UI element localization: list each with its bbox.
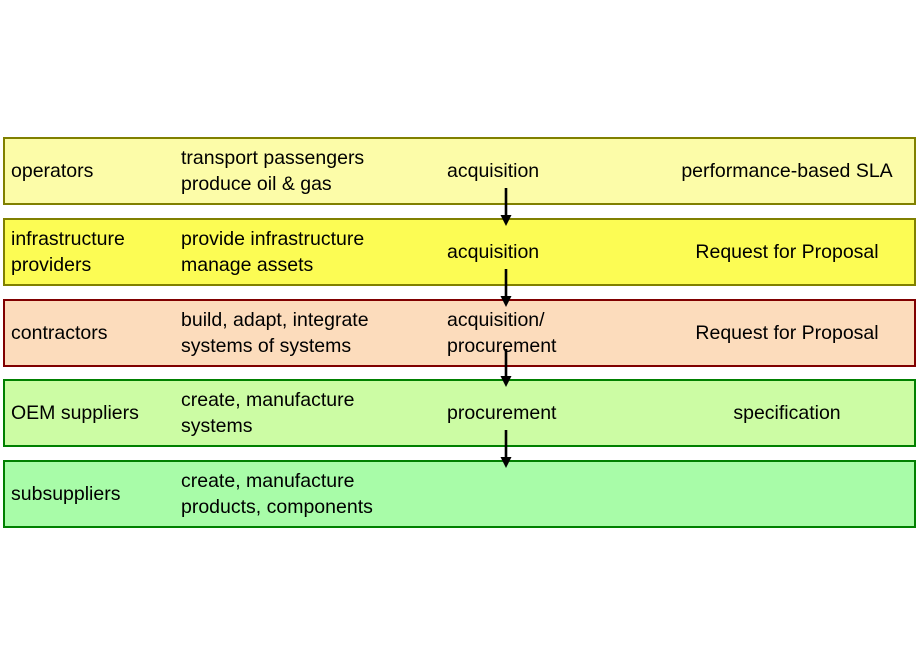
document-label-infrastructure-providers: Request for Proposal	[695, 240, 879, 263]
actor-label-oem-suppliers: OEM suppliers	[11, 401, 139, 424]
process-label-contractors: acquisition/ procurement	[447, 308, 557, 357]
diagram-row-contractors: contractors build, adapt, integrate syst…	[3, 299, 916, 367]
process-label-subsuppliers	[447, 462, 659, 526]
diagram-row-oem-suppliers: OEM suppliers create, manufacture system…	[3, 379, 916, 447]
diagram-row-subsuppliers: subsuppliers create, manufacture product…	[3, 460, 916, 528]
actor-label-operators: operators	[11, 159, 94, 182]
arrow-oem-to-subsuppliers	[498, 430, 514, 468]
arrow-infrastructure-to-contractors	[498, 269, 514, 307]
activities-label-oem-suppliers: create, manufacture systems	[181, 388, 355, 437]
document-label-oem-suppliers: specification	[733, 401, 841, 424]
activities-label-operators: transport passengers produce oil & gas	[181, 146, 365, 195]
document-label-operators: performance-based SLA	[681, 159, 893, 182]
document-label-subsuppliers	[659, 462, 915, 526]
document-label-contractors: Request for Proposal	[695, 321, 879, 344]
process-label-operators: acquisition	[447, 159, 540, 182]
activities-label-subsuppliers: create, manufacture products, components	[181, 469, 373, 518]
activities-label-infrastructure-providers: provide infrastructure manage assets	[181, 227, 365, 276]
diagram-row-operators: operators transport passengers produce o…	[3, 137, 916, 205]
process-label-oem-suppliers: procurement	[447, 401, 557, 424]
activities-label-contractors: build, adapt, integrate systems of syste…	[181, 308, 369, 357]
arrow-contractors-to-oem	[498, 349, 514, 387]
diagram-row-infrastructure-providers: infrastructure providers provide infrast…	[3, 218, 916, 286]
actor-label-infrastructure-providers: infrastructure providers	[11, 227, 125, 276]
process-label-infrastructure-providers: acquisition	[447, 240, 540, 263]
actor-label-subsuppliers: subsuppliers	[11, 482, 121, 505]
arrow-operators-to-infrastructure	[498, 188, 514, 226]
actor-label-contractors: contractors	[11, 321, 108, 344]
